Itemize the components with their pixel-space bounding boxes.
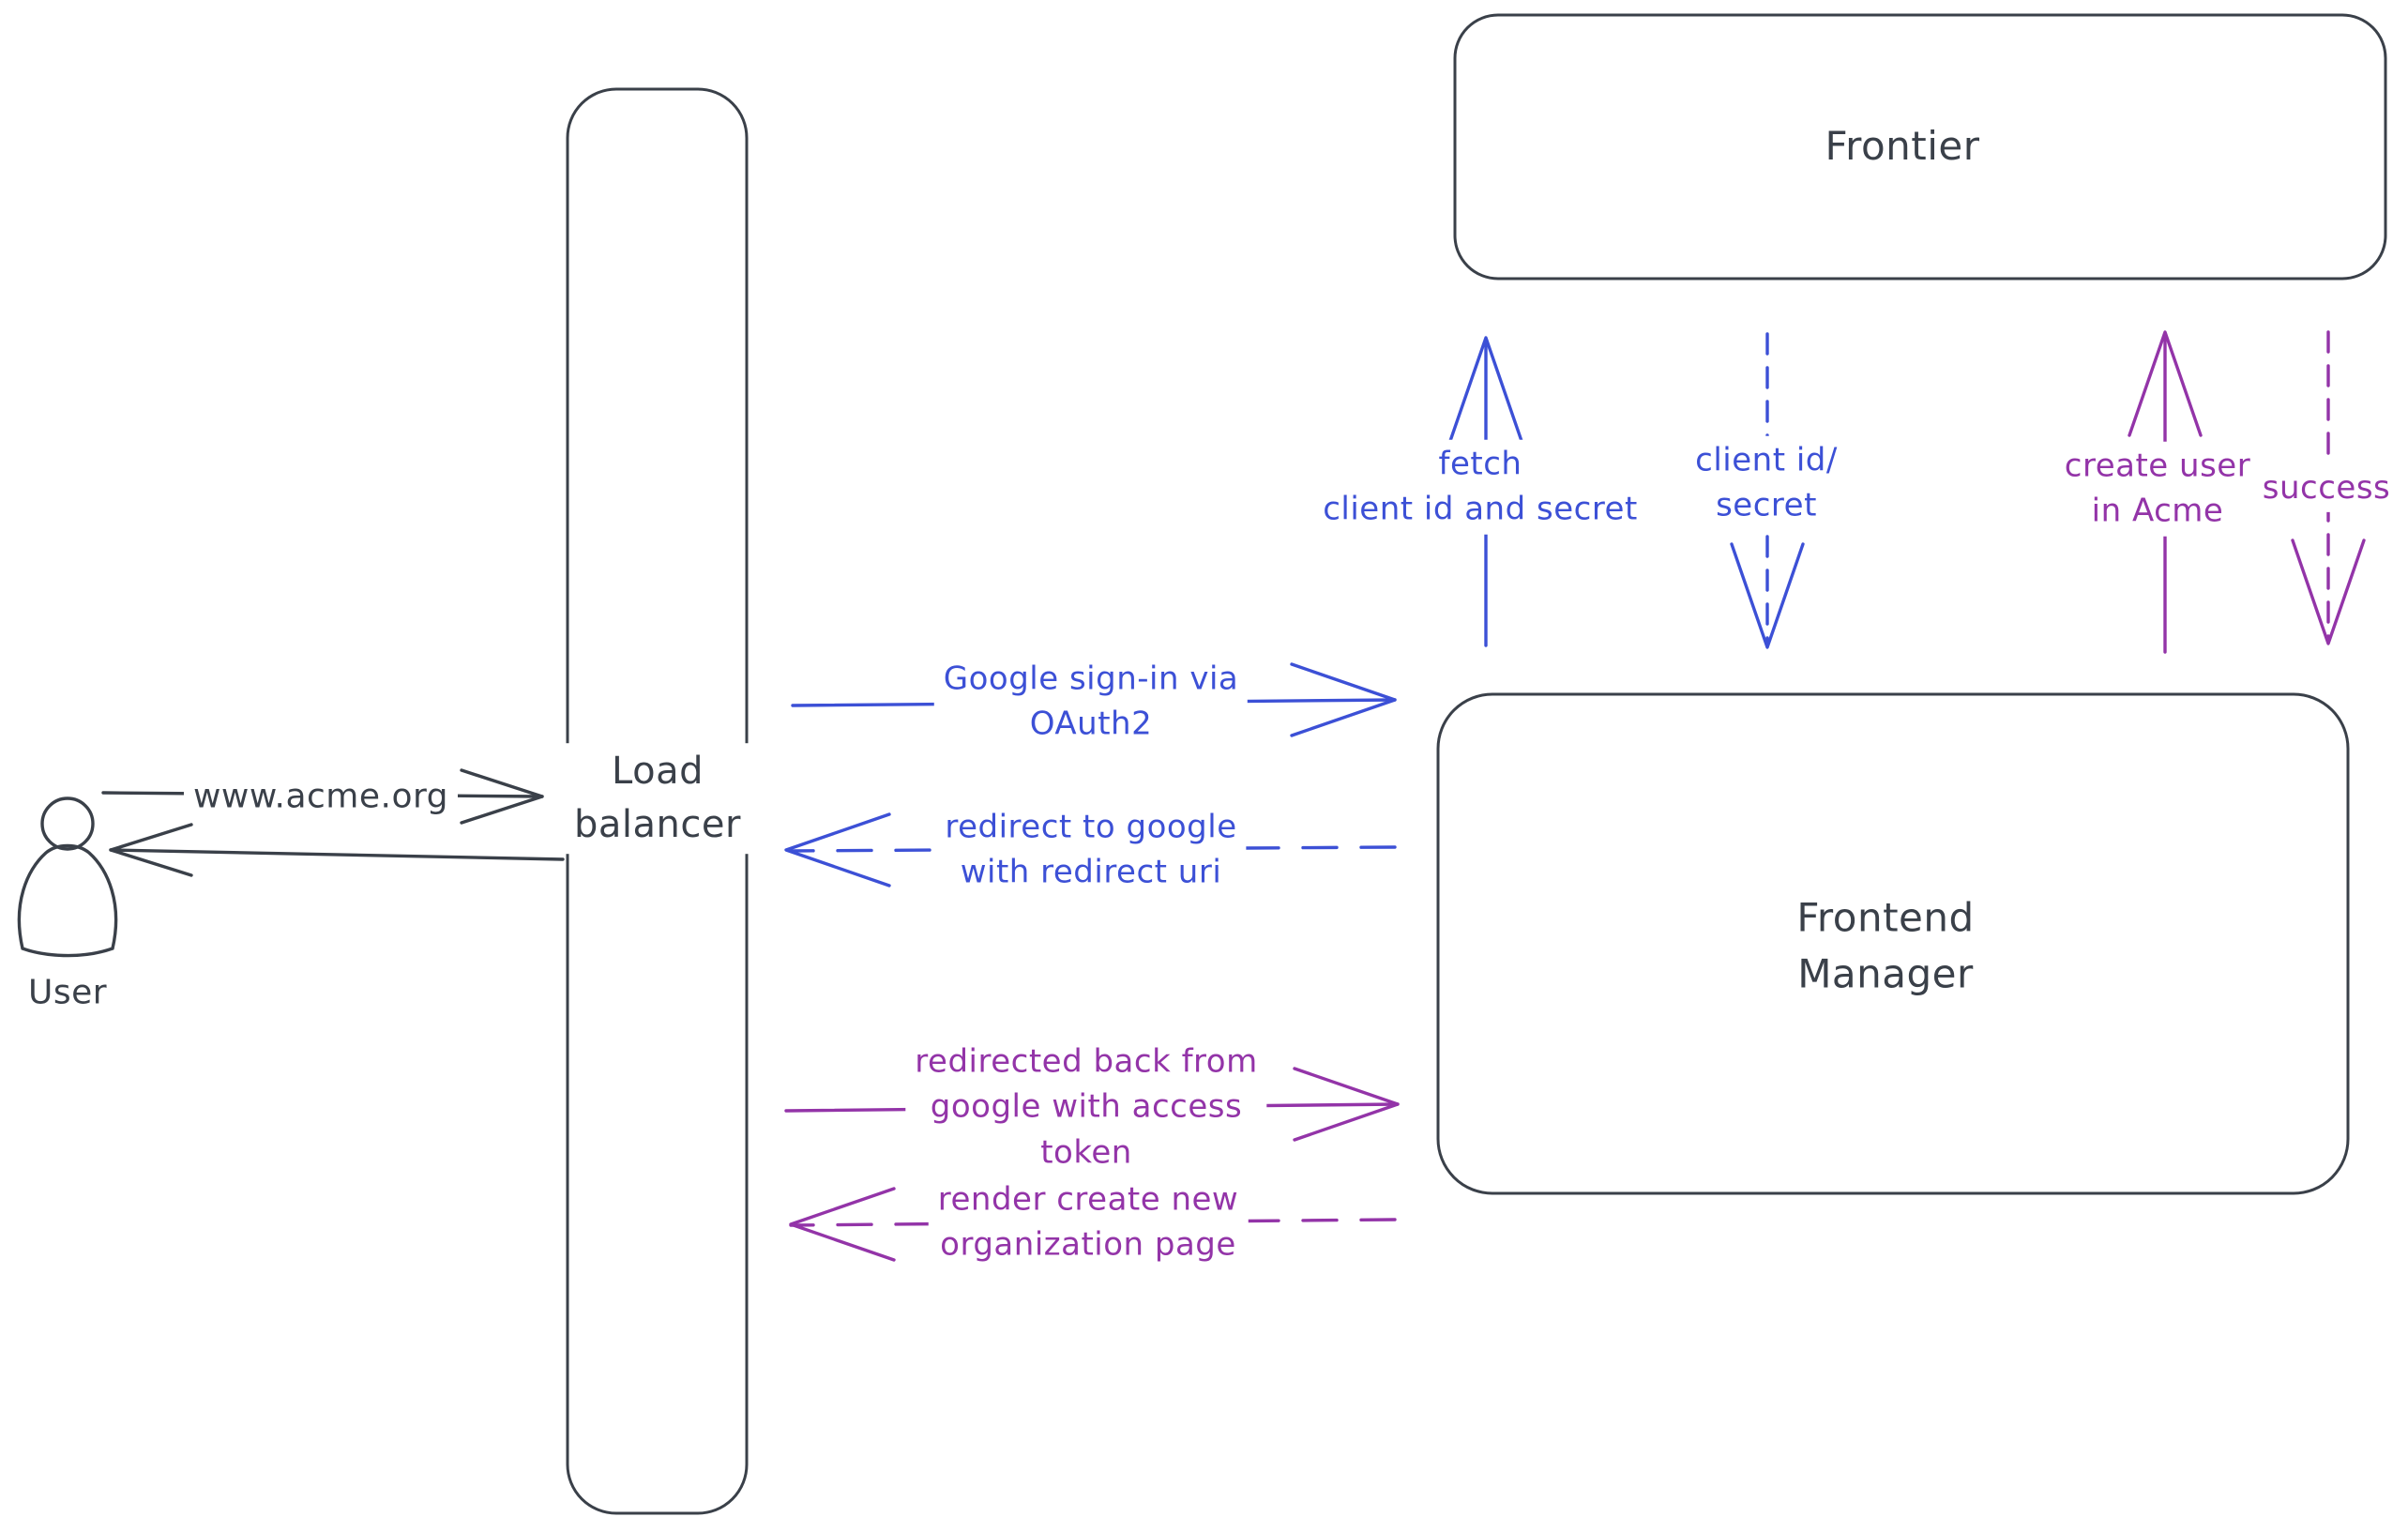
flow-label-www-acme: www.acme.org: [183, 770, 459, 823]
frontend-manager-box[interactable]: [1436, 692, 2350, 1195]
frontier-label: Frontier: [1825, 123, 1980, 170]
flow-label-fetch-client: fetch client id and secret: [1313, 439, 1647, 535]
flow-label-redirected-back: redirected back from google with access …: [905, 1037, 1267, 1177]
flow-label-client-id-secret: client id/ secret: [1686, 435, 1847, 531]
user-label: User: [27, 973, 108, 1012]
arrow-user-return: [109, 823, 565, 877]
flow-label-success: success: [2252, 463, 2400, 513]
load-balancer-label: Load balancer: [565, 743, 750, 854]
flow-label-google-signin: Google sign-in via OAuth2: [933, 654, 1249, 750]
frontier-box[interactable]: [1453, 13, 2387, 281]
flow-label-create-user: create user in Acme: [2054, 441, 2261, 537]
user-icon[interactable]: [17, 796, 118, 958]
frontend-manager-label: Frontend Manager: [1796, 894, 1975, 996]
flow-label-redirect-google: redirect to google with redirect uri: [935, 802, 1247, 898]
flow-label-render-org-page: render create new organization page: [928, 1175, 1249, 1270]
